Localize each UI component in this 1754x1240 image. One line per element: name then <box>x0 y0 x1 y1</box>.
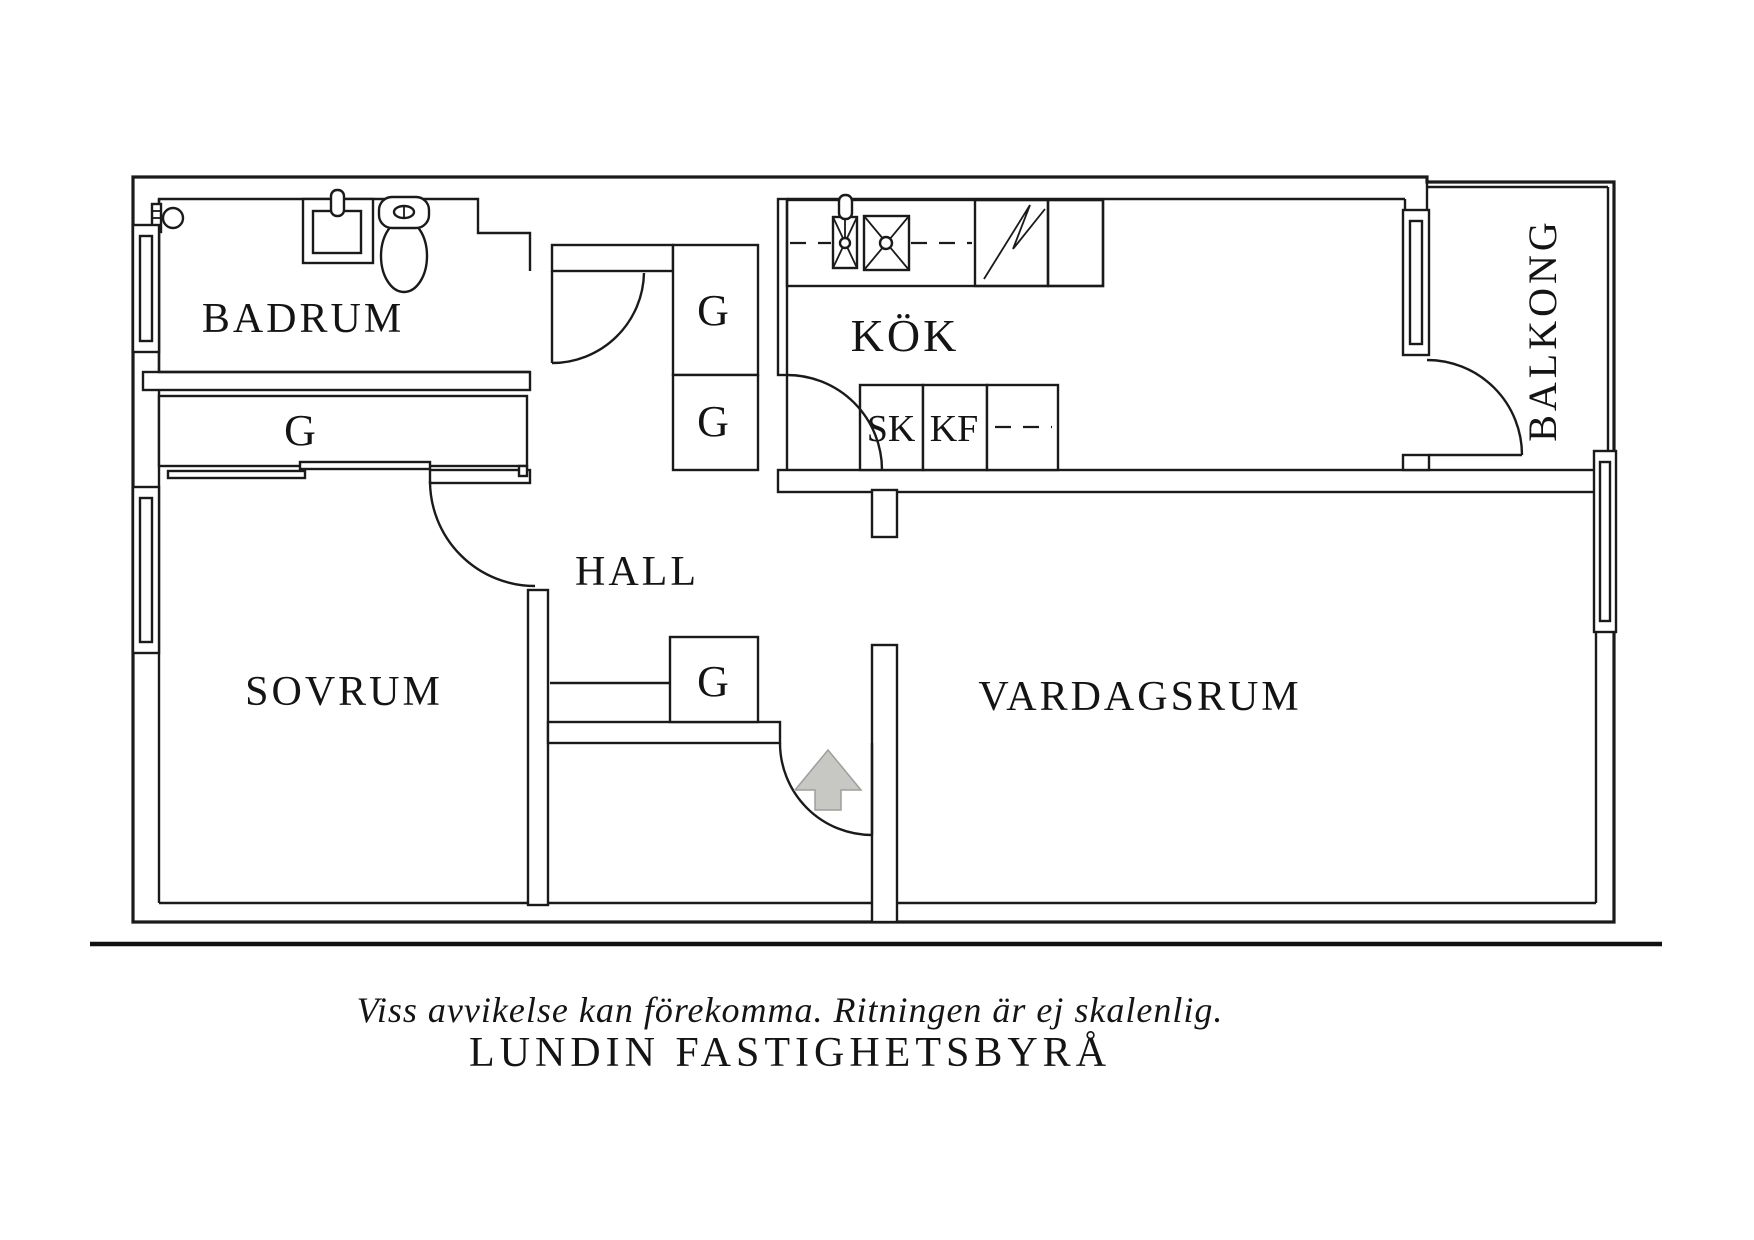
closet-label: G <box>697 657 729 706</box>
room-kok: SK KF KÖK <box>785 193 1105 472</box>
room-label-kok: KÖK <box>851 310 960 361</box>
windows <box>131 208 1618 655</box>
room-vardagsrum: VARDAGSRUM <box>978 674 1301 720</box>
wall-kitchen-west <box>776 197 789 377</box>
room-sovrum: SOVRUM <box>166 460 536 715</box>
sink-icon <box>301 188 375 265</box>
window-badrum <box>131 223 161 354</box>
door-balkong <box>1426 358 1524 457</box>
stove-fan-icon <box>831 193 859 270</box>
agency-name: LUNDIN FASTIGHETSBYRÅ <box>469 1030 1111 1076</box>
door-badrum <box>550 271 646 365</box>
closet-badrum: G <box>157 394 529 478</box>
wall-bedroom-east <box>526 588 550 907</box>
window-vardagsrum <box>1592 449 1618 634</box>
closet-column: G G <box>671 243 760 472</box>
closet-label: G <box>697 397 729 446</box>
wall-bedroom-top-right <box>428 468 532 485</box>
window-sovrum <box>131 485 161 655</box>
entrance-arrow-icon <box>793 748 863 811</box>
wall-balcony-door-jamb <box>1401 453 1431 472</box>
door-kok <box>785 373 884 471</box>
door-arc-sovrum <box>428 480 536 588</box>
wall-hall-south <box>546 720 782 745</box>
room-label-badrum: BADRUM <box>202 296 404 342</box>
room-label-vardagsrum: VARDAGSRUM <box>978 674 1301 720</box>
room-badrum: BADRUM <box>150 188 532 374</box>
wall-nook-top <box>550 243 675 273</box>
closet-label: G <box>284 406 316 455</box>
room-hall: G HALL <box>550 549 760 724</box>
kitchen-sink-icon <box>862 214 911 272</box>
interior-walls <box>141 197 1616 924</box>
sliding-door-icon <box>166 460 432 480</box>
footer: Viss avvikelse kan förekomma. Ritningen … <box>90 941 1662 1076</box>
kitchen-counter <box>785 193 1105 288</box>
wall-kitchen-livingroom <box>776 468 1616 494</box>
disclaimer-text: Viss avvikelse kan förekomma. Ritningen … <box>357 990 1224 1030</box>
window-kok-balkong <box>1401 208 1431 357</box>
entrance-door <box>778 742 874 837</box>
room-label-sovrum: SOVRUM <box>245 669 443 715</box>
cabinet-label-kf: KF <box>930 408 979 450</box>
wall-livingroom-west-stub <box>870 488 899 539</box>
closet-label: G <box>697 286 729 335</box>
cabinet-label-sk: SK <box>867 408 916 450</box>
apartment-outline <box>131 175 1616 924</box>
badrum-outline <box>157 197 532 374</box>
toilet-icon <box>377 195 431 294</box>
room-label-balkong: BALKONG <box>1520 218 1565 442</box>
kitchen-cabinets: SK KF <box>858 383 1060 472</box>
outer-walls <box>131 175 1616 924</box>
balcony: BALKONG <box>1426 218 1565 457</box>
room-label-hall: HALL <box>575 549 699 595</box>
wall-livingroom-west <box>870 643 899 924</box>
wall-badrum-south <box>141 370 532 392</box>
closet-hall <box>668 635 760 724</box>
